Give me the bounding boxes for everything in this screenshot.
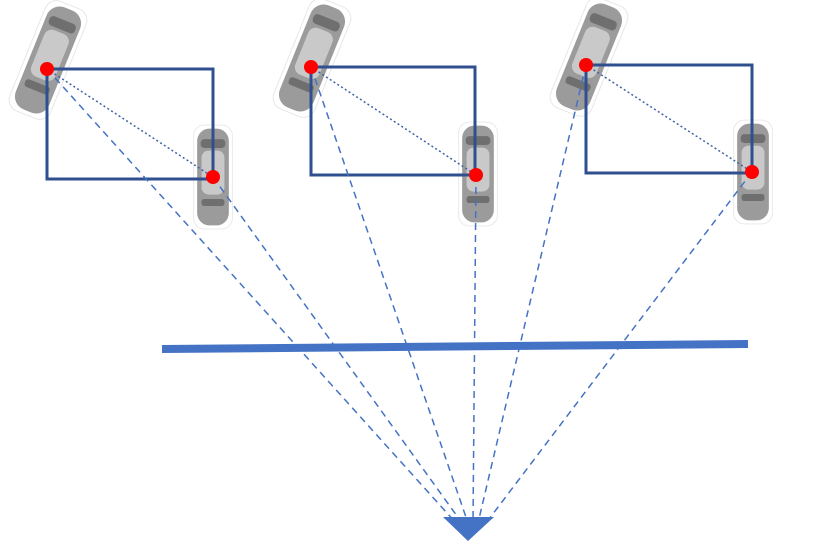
bounding-box xyxy=(309,65,477,177)
keypoint xyxy=(304,60,318,74)
diagonal-line xyxy=(585,64,753,173)
bounding-box xyxy=(45,67,215,181)
keypoint xyxy=(469,168,483,182)
scene-group-left xyxy=(5,0,463,524)
camera-ray xyxy=(310,66,469,524)
scene-group-right xyxy=(477,0,773,524)
scene-group-middle xyxy=(269,0,498,524)
image-plane-line xyxy=(161,340,749,353)
bounding-box xyxy=(584,63,754,175)
keypoint xyxy=(579,58,593,72)
camera-ray xyxy=(477,64,587,524)
camera-ray xyxy=(46,68,457,524)
diagonal-line xyxy=(310,66,477,176)
keypoint xyxy=(745,165,759,179)
diagonal-line xyxy=(46,68,214,178)
keypoint xyxy=(206,170,220,184)
camera-triangle-icon xyxy=(443,517,494,541)
keypoint xyxy=(40,62,54,76)
